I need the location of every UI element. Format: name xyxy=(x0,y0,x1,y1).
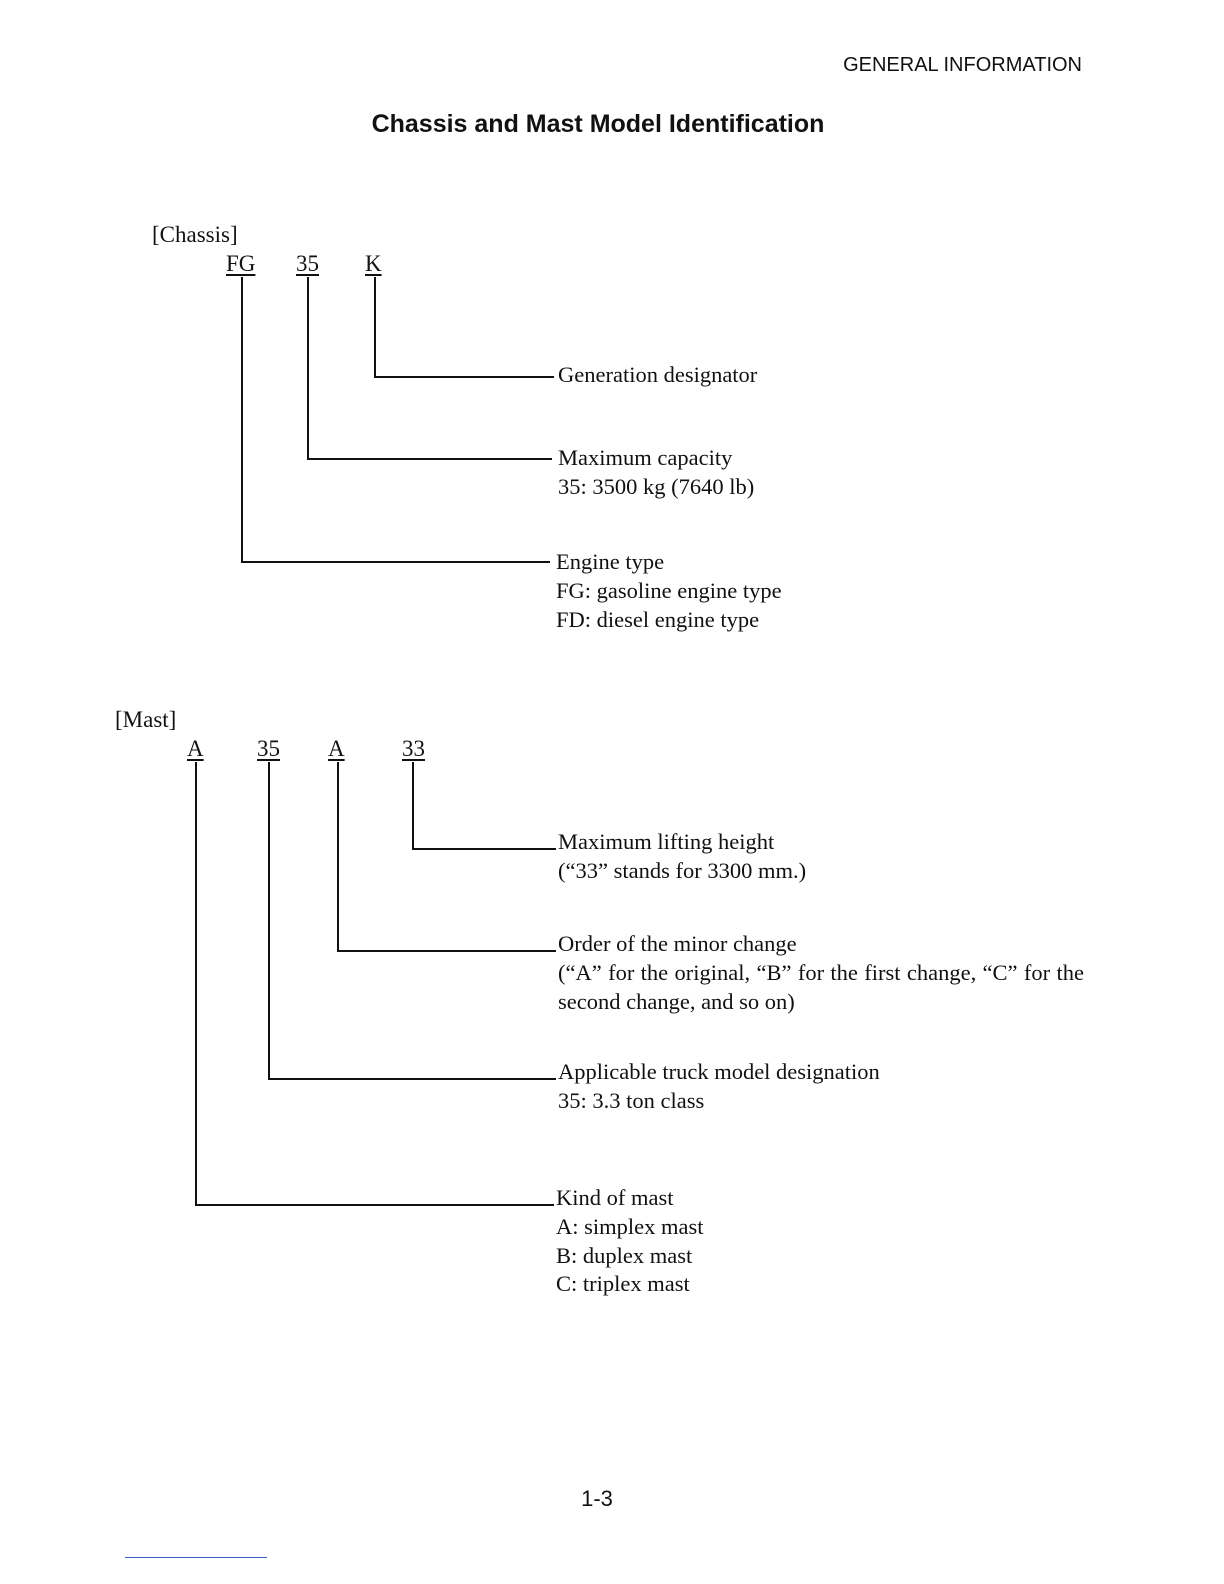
desc-line: B: duplex mast xyxy=(556,1242,693,1268)
desc-line: 35: 3500 kg (7640 lb) xyxy=(558,473,755,499)
desc-line: Engine type xyxy=(556,549,665,574)
mast-section-label: [Mast] xyxy=(115,707,177,732)
desc-line: (“33” stands for 3300 mm.) xyxy=(558,857,807,883)
desc-line: C: triplex mast xyxy=(556,1271,690,1297)
mast-desc-lifting-height: Maximum lifting height (“33” stands for … xyxy=(558,828,1088,886)
desc-line: Maximum lifting height xyxy=(558,829,775,854)
desc-line: Maximum capacity xyxy=(558,445,733,470)
desc-line: FD: diesel engine type xyxy=(556,606,760,632)
mast-desc-kind: Kind of mast A: simplex mast B: duplex m… xyxy=(556,1184,1086,1299)
page-number: 1-3 xyxy=(581,1486,613,1511)
desc-line: 35: 3.3 ton class xyxy=(558,1087,705,1113)
desc-line: A: simplex mast xyxy=(556,1213,704,1239)
desc-line: Generation designator xyxy=(558,362,758,387)
desc-line: Applicable truck model designation xyxy=(558,1059,880,1084)
chassis-desc-engine-type: Engine type FG: gasoline engine type FD:… xyxy=(556,548,1076,634)
chassis-desc-capacity: Maximum capacity 35: 3500 kg (7640 lb) xyxy=(558,444,1078,502)
chassis-desc-generation: Generation designator xyxy=(558,361,1078,390)
desc-line: (“A” for the original, “B” for the first… xyxy=(558,959,1084,1014)
mast-code-lifting-height: 33 xyxy=(402,736,425,761)
mast-code-minor-change: A xyxy=(328,736,345,761)
running-header: GENERAL INFORMATION xyxy=(843,54,1082,76)
desc-line: FG: gasoline engine type xyxy=(556,577,782,603)
mast-code-truck-model: 35 xyxy=(257,736,280,761)
desc-line: Order of the minor change xyxy=(558,931,797,956)
desc-line: Kind of mast xyxy=(556,1185,674,1210)
chassis-code-engine-type: FG xyxy=(226,251,256,276)
mast-desc-minor-change: Order of the minor change (“A” for the o… xyxy=(558,930,1084,1016)
mast-code-kind: A xyxy=(187,736,204,761)
mast-desc-truck-model: Applicable truck model designation 35: 3… xyxy=(558,1058,1088,1116)
page-title: Chassis and Mast Model Identification xyxy=(371,110,825,138)
chassis-code-generation: K xyxy=(365,251,382,276)
chassis-code-capacity: 35 xyxy=(296,251,319,276)
chassis-section-label: [Chassis] xyxy=(152,222,238,247)
footer-rule xyxy=(125,1557,267,1558)
